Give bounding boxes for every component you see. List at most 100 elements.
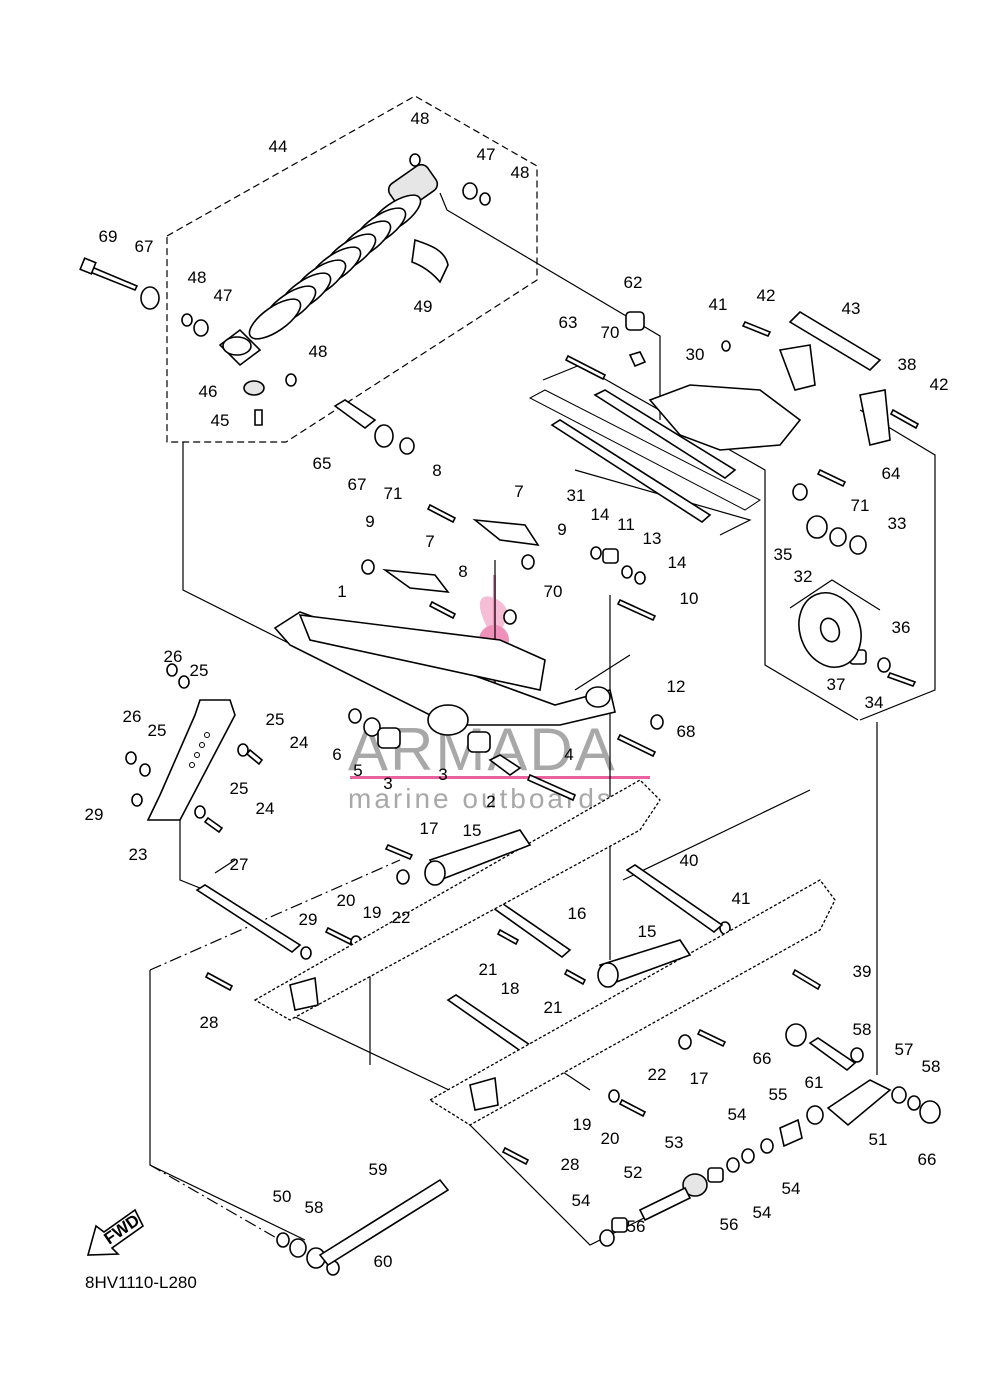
- part-number-label: 26: [123, 707, 142, 726]
- part-number-label: 55: [769, 1085, 788, 1104]
- part-number-label: 49: [414, 297, 433, 316]
- part-number-label: 67: [135, 237, 154, 256]
- part-number-label: 8: [458, 562, 467, 581]
- part-number-label: 48: [188, 268, 207, 287]
- part-number-label: 25: [190, 661, 209, 680]
- fasteners: [79, 153, 941, 1276]
- part-number-label: 61: [805, 1073, 824, 1092]
- part-number-label: 68: [677, 722, 696, 741]
- shock-assembly-boundary: [166, 95, 538, 443]
- part-number-label: 15: [638, 922, 657, 941]
- part-number-label: 57: [895, 1040, 914, 1059]
- part-number-label: 14: [591, 505, 610, 524]
- part-number-label: 70: [601, 323, 620, 342]
- part-number-label: 43: [842, 299, 861, 318]
- part-number-label: 25: [148, 721, 167, 740]
- part-number-label: 70: [544, 582, 563, 601]
- part-number-label: 10: [680, 589, 699, 608]
- part-number-label: 69: [99, 227, 118, 246]
- part-number-label: 35: [774, 545, 793, 564]
- part-number-label: 71: [851, 496, 870, 515]
- part-number-label: 65: [313, 454, 332, 473]
- shafts: [195, 310, 892, 1267]
- part-number-label: 20: [601, 1129, 620, 1148]
- part-number-label: 51: [869, 1130, 888, 1149]
- part-number-label: 25: [230, 779, 249, 798]
- part-number-label: 18: [501, 979, 520, 998]
- part-number-label: 58: [305, 1198, 324, 1217]
- part-number-label: 64: [882, 464, 901, 483]
- part-number-label: 22: [392, 908, 411, 927]
- part-number-label: 71: [384, 484, 403, 503]
- part-number-label: 60: [374, 1252, 393, 1271]
- part-number-label: 15: [463, 821, 482, 840]
- part-number-label: 31: [567, 486, 586, 505]
- part-number-label: 54: [572, 1191, 591, 1210]
- rear-arm: [528, 344, 891, 511]
- part-number-label: 5: [353, 761, 362, 780]
- part-number-label: 3: [383, 774, 392, 793]
- part-number-label: 48: [411, 109, 430, 128]
- part-number-label: 1: [337, 582, 346, 601]
- fwd-arrow-icon: FWD: [86, 1208, 145, 1256]
- part-number-label: 42: [757, 286, 776, 305]
- part-number-label: 54: [728, 1105, 747, 1124]
- slide-rails: [253, 779, 836, 1126]
- part-number-label: 24: [290, 733, 309, 752]
- part-number-label: 47: [214, 286, 233, 305]
- part-number-label: 19: [573, 1115, 592, 1134]
- part-number-label: 58: [853, 1020, 872, 1039]
- part-number-label: 50: [273, 1187, 292, 1206]
- part-number-label: 27: [230, 855, 249, 874]
- part-number-label: 28: [561, 1155, 580, 1174]
- part-number-label: 26: [164, 647, 183, 666]
- watermark-underline: [350, 776, 650, 779]
- part-number-label: 62: [624, 273, 643, 292]
- part-number-label: 56: [720, 1215, 739, 1234]
- part-number-label: 29: [299, 910, 318, 929]
- part-number-label: 17: [420, 819, 439, 838]
- part-number-label: 32: [794, 567, 813, 586]
- part-number-label: 22: [648, 1065, 667, 1084]
- part-number-label: 52: [624, 1163, 643, 1182]
- part-number-label: 14: [668, 553, 687, 572]
- part-number-label: 4: [564, 745, 573, 764]
- part-number-label: 48: [309, 342, 328, 361]
- part-number-label: 58: [922, 1057, 941, 1076]
- part-number-label: 40: [680, 851, 699, 870]
- part-number-label: 16: [568, 904, 587, 923]
- shock-spring: [248, 194, 422, 340]
- part-number-label: 46: [199, 382, 218, 401]
- part-number-label: 47: [477, 145, 496, 164]
- part-number-label: 13: [643, 529, 662, 548]
- part-number-label: 6: [332, 745, 341, 764]
- part-number-label: 33: [888, 514, 907, 533]
- part-number-label: 44: [269, 137, 288, 156]
- part-number-label: 67: [348, 475, 367, 494]
- part-number-label: 54: [782, 1179, 801, 1198]
- part-number-label: 59: [369, 1160, 388, 1179]
- shock-absorber: [218, 163, 449, 367]
- part-number-label: 48: [511, 163, 530, 182]
- part-number-label: 41: [732, 889, 751, 908]
- part-number-label: 28: [200, 1013, 219, 1032]
- part-number-label: 24: [256, 799, 275, 818]
- part-number-label: 9: [365, 512, 374, 531]
- part-number-label: 11: [617, 515, 635, 534]
- torsion-springs: [424, 829, 692, 988]
- part-number-label: 2: [486, 792, 495, 811]
- part-number-label: 36: [892, 618, 911, 637]
- part-number-label: 53: [665, 1133, 684, 1152]
- part-number-label: 37: [827, 675, 846, 694]
- part-number-label: 9: [557, 520, 566, 539]
- part-number-label: 54: [753, 1203, 772, 1222]
- part-number-label: 19: [363, 903, 382, 922]
- part-number-label: 45: [211, 411, 230, 430]
- part-number-label: 29: [85, 805, 104, 824]
- watermark-subtitle: marine outboards: [348, 783, 614, 814]
- front-arm: [273, 518, 616, 736]
- part-number-label: 17: [690, 1069, 709, 1088]
- part-number-label: 23: [129, 845, 148, 864]
- part-number-label: 3: [438, 765, 447, 784]
